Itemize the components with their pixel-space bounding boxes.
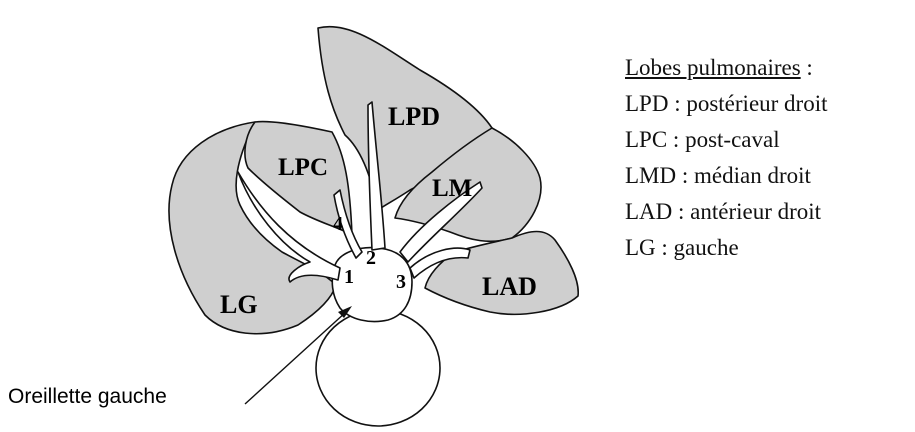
vein-number-4: 4 — [333, 213, 343, 235]
legend-item: LPD : postérieur droit — [625, 92, 828, 128]
legend-item: LAD : antérieur droit — [625, 200, 828, 236]
legend-item: LPC : post-caval — [625, 128, 828, 164]
vein-number-3: 3 — [396, 271, 406, 293]
legend-title: Lobes pulmonaires — [625, 55, 801, 80]
annotation-label: Oreillette gauche — [8, 385, 167, 408]
lobe-label-lm: LM — [432, 175, 472, 202]
legend-item: LMD : médian droit — [625, 164, 828, 200]
lobe-label-lg: LG — [220, 290, 258, 319]
legend-title-suffix: : — [801, 55, 813, 80]
lobe-label-lpc: LPC — [278, 154, 328, 181]
vein-number-1: 1 — [344, 266, 354, 288]
vein-number-2: 2 — [366, 247, 376, 269]
legend-item: LG : gauche — [625, 236, 828, 272]
lobe-label-lpd: LPD — [388, 102, 440, 131]
heart-outline — [316, 310, 440, 426]
lobe-label-lad: LAD — [482, 272, 537, 301]
legend: Lobes pulmonaires : LPD : postérieur dro… — [625, 56, 828, 272]
legend-title-row: Lobes pulmonaires : — [625, 56, 828, 92]
